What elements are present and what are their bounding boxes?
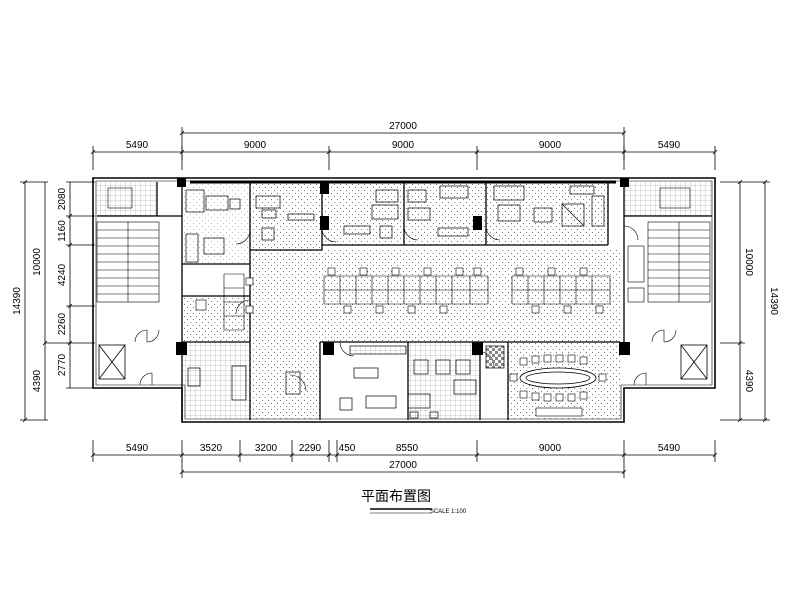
conference-chairs (509, 354, 607, 417)
top-dimension-1: 5490 (126, 140, 149, 151)
bottom-dimension-2: 3520 (200, 443, 223, 454)
bottom-dimension-6: 8550 (396, 443, 419, 454)
top-dimension-2: 9000 (244, 140, 267, 151)
left-dimension-1: 2080 (57, 187, 68, 210)
open-office-workstations (223, 273, 611, 331)
right-upper-dimension: 10000 (743, 248, 754, 276)
bottom-dimension-5: 450 (339, 443, 356, 454)
left-overall-dimension: 14390 (12, 287, 23, 315)
drawing-scale: SCALE 1:100 (430, 509, 467, 515)
interior-partitions (97, 182, 712, 420)
left-lower-dimension: 4390 (32, 369, 43, 392)
right-overall-dimension: 14390 (768, 287, 779, 315)
office-furniture (185, 185, 605, 263)
core-room-fixtures (107, 187, 691, 303)
workstation-chairs (195, 267, 604, 314)
staircase-right (647, 221, 711, 303)
bottom-overall-dimension: 27000 (389, 460, 417, 471)
bottom-dimension-7: 9000 (539, 443, 562, 454)
floor-finish-hatch (97, 182, 712, 419)
left-dimension-3: 4240 (57, 263, 68, 286)
left-dimension-5: 2770 (57, 353, 68, 376)
bottom-dimension-4: 2290 (299, 443, 322, 454)
top-overall-dimension: 27000 (389, 121, 417, 132)
top-dimension-3: 9000 (392, 140, 415, 151)
right-dimension-lines (720, 179, 770, 423)
conference-table (519, 367, 597, 389)
left-dimension-lines (20, 179, 95, 423)
bottom-dimension-8: 5490 (658, 443, 681, 454)
bottom-dimension-3: 3200 (255, 443, 278, 454)
drawing-title: 平面布置图 (361, 488, 431, 504)
lower-room-furniture (187, 345, 505, 419)
top-dimension-5: 5490 (658, 140, 681, 151)
staircase-left (96, 221, 160, 303)
top-dimension-lines (90, 127, 718, 170)
right-lower-dimension: 4390 (743, 370, 754, 393)
elevator-left (98, 344, 126, 380)
left-dimension-4: 2260 (57, 312, 68, 335)
left-upper-dimension: 10000 (32, 248, 43, 276)
bottom-dimension-1: 5490 (126, 443, 149, 454)
top-dimension-4: 9000 (539, 140, 562, 151)
left-dimension-2: 1160 (57, 220, 68, 242)
structural-columns (176, 178, 630, 355)
elevator-right (680, 344, 708, 380)
bottom-dimension-lines (90, 440, 718, 478)
